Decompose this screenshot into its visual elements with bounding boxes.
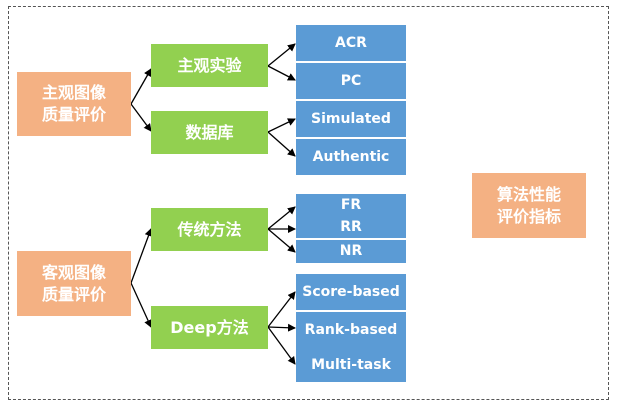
- arrow-objective-to-deep: [130, 282, 152, 328]
- arrow-experiment-to-pc: [267, 65, 296, 81]
- arrow-objective-to-traditional: [130, 228, 153, 284]
- arrow-traditional-to-fr: [267, 206, 296, 230]
- simulated-box: Simulated: [296, 101, 406, 137]
- rank-based-box: Rank-based: [296, 312, 406, 348]
- nr-box: NR: [296, 240, 406, 263]
- acr-label: ACR: [335, 34, 367, 51]
- nr-label: NR: [339, 243, 363, 260]
- fr-label: FR: [340, 197, 362, 213]
- objective-iqa-label: 客观图像 质量评价: [41, 262, 106, 304]
- rank-based-label: Rank-based: [304, 321, 398, 338]
- arrow-experiment-to-acr: [267, 43, 296, 67]
- pc-box: PC: [296, 63, 406, 99]
- metrics-label: 算法性能 评价指标: [496, 184, 561, 226]
- deep-method-label: Deep方法: [170, 317, 249, 337]
- database-label: 数据库: [185, 122, 234, 142]
- pc-label: PC: [340, 72, 362, 89]
- arrow-deep-to-multi: [267, 326, 296, 365]
- subjective-experiment-box: 主观实验: [151, 44, 268, 87]
- arrow-deep-to-rank: [267, 323, 296, 332]
- rr-row: RR: [296, 216, 406, 238]
- traditional-method-box: 传统方法: [151, 208, 268, 251]
- arrow-subjective-to-database: [130, 103, 152, 132]
- rr-label: RR: [340, 219, 362, 235]
- multi-task-box: Multi-task: [296, 348, 406, 382]
- subjective-iqa-label: 主观图像 质量评价: [41, 83, 106, 124]
- score-based-label: Score-based: [302, 283, 400, 300]
- arrow-traditional-to-nr: [267, 228, 296, 253]
- authentic-label: Authentic: [312, 148, 390, 165]
- multi-task-label: Multi-task: [311, 356, 391, 373]
- simulated-label: Simulated: [311, 110, 391, 127]
- arrow-database-to-authentic: [267, 131, 296, 157]
- arrow-deep-to-score: [267, 291, 296, 328]
- arrow-database-to-simulated: [267, 118, 296, 133]
- arrow-subjective-to-experiment: [130, 68, 152, 105]
- database-box: 数据库: [151, 111, 268, 154]
- deep-method-box: Deep方法: [151, 306, 268, 349]
- objective-iqa-box: 客观图像 质量评价: [17, 251, 131, 316]
- metrics-box: 算法性能 评价指标: [472, 173, 586, 238]
- diagram-frame: [8, 6, 609, 400]
- fr-row: FR: [296, 194, 406, 216]
- authentic-box: Authentic: [296, 139, 406, 175]
- score-based-box: Score-based: [296, 274, 406, 310]
- traditional-method-label: 传统方法: [177, 219, 242, 239]
- subjective-iqa-box: 主观图像 质量评价: [17, 72, 131, 136]
- subjective-experiment-label: 主观实验: [177, 55, 242, 75]
- fr-rr-box: FR RR: [296, 194, 406, 238]
- acr-box: ACR: [296, 25, 406, 61]
